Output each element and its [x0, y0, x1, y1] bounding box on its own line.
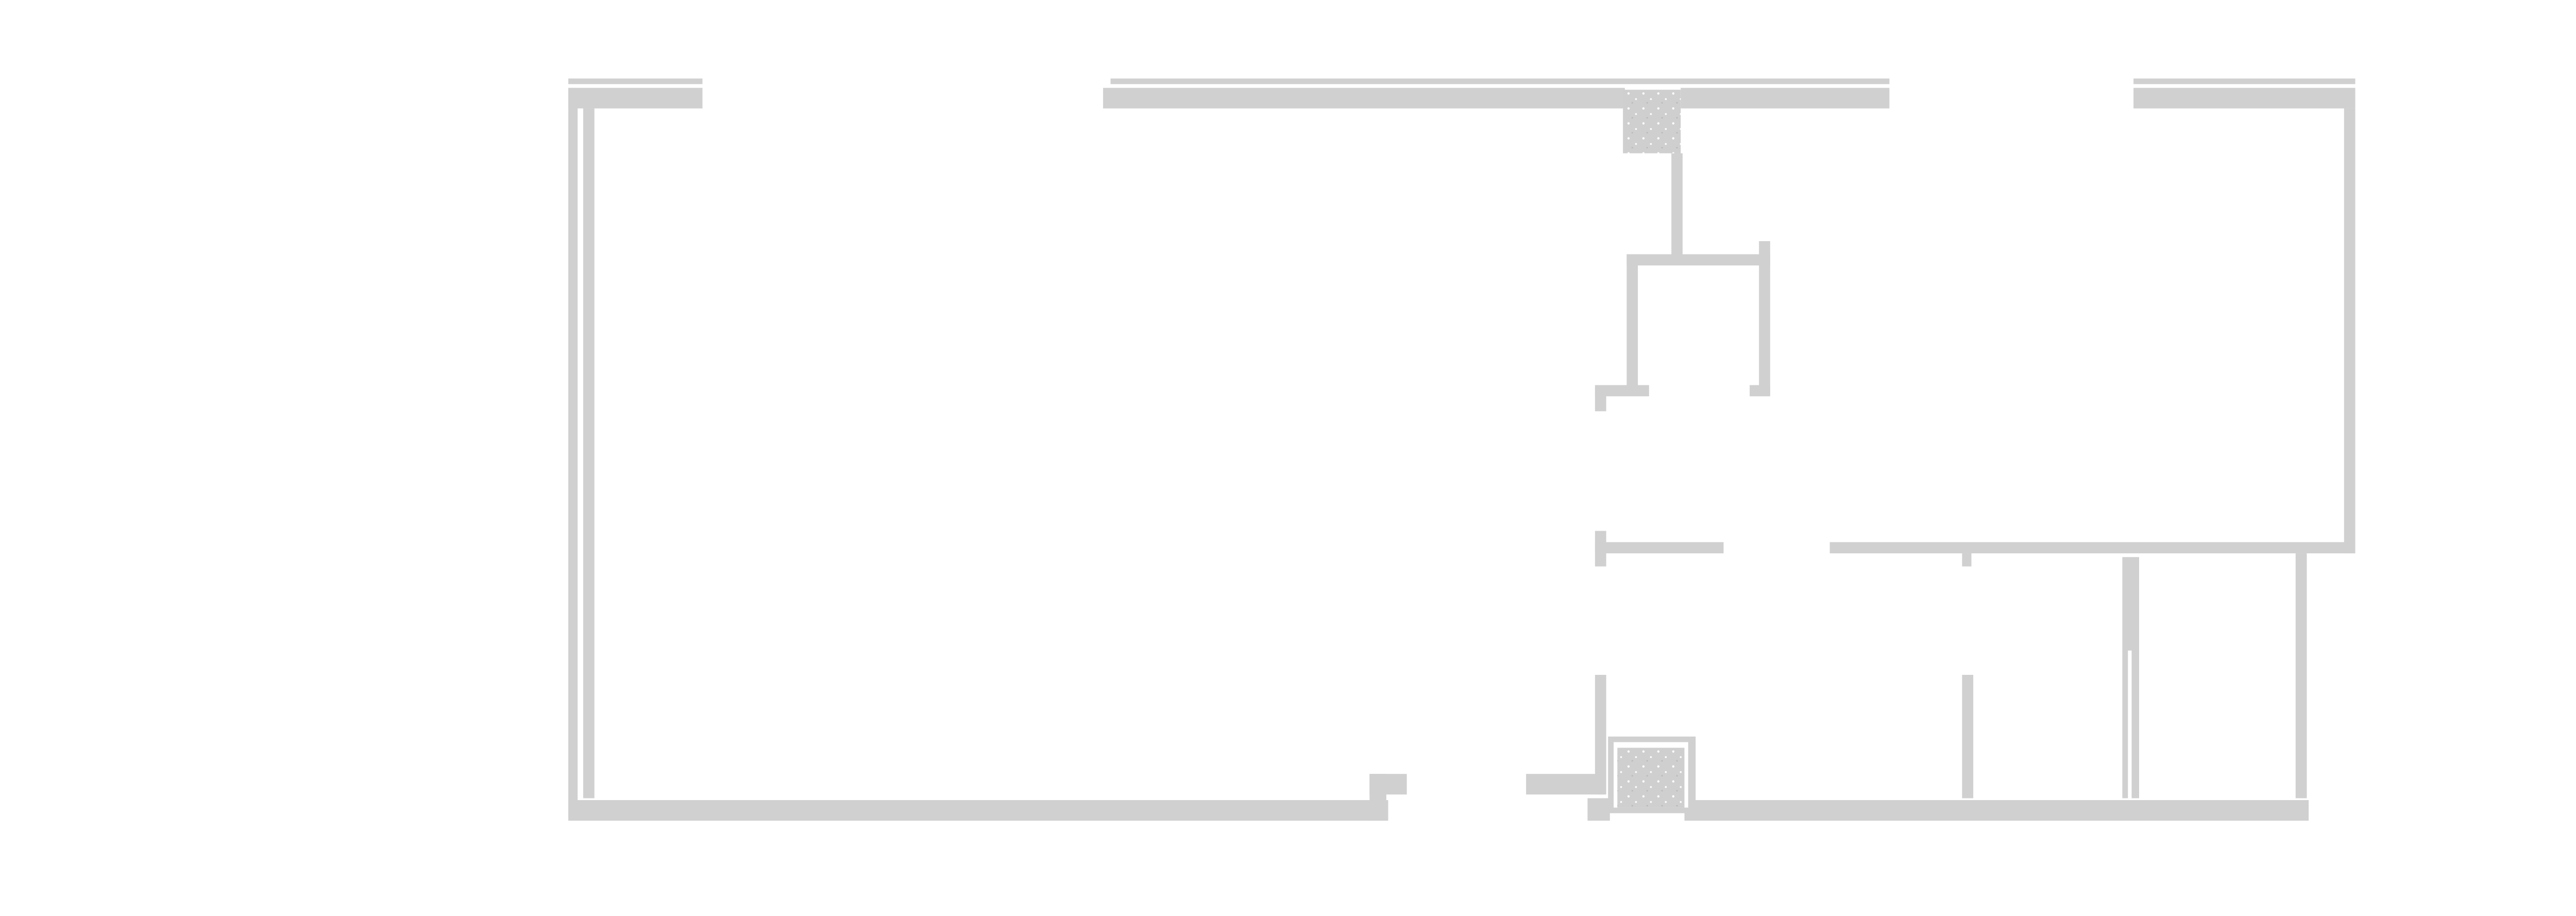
wall-interior-horizontal-center	[1595, 542, 1724, 554]
wall-partition-b-gap	[2128, 650, 2132, 799]
wall-top-right	[2133, 88, 2355, 109]
columns	[1608, 90, 1696, 813]
wall-riser	[1671, 153, 1683, 258]
wall-bottom-right	[1684, 800, 2309, 821]
wall-top-left	[568, 88, 703, 109]
room-left	[1626, 254, 1638, 393]
room-top	[1626, 254, 1770, 266]
room-right	[1759, 241, 1770, 395]
wall-left-outer	[568, 88, 578, 817]
wall-top-middle-a	[1103, 88, 1625, 109]
walls	[568, 78, 2355, 821]
wall-bottom-door-jamb	[1587, 798, 1610, 821]
wall-left-inner	[583, 108, 595, 799]
wall-top-left-thin	[568, 78, 703, 84]
wall-top-middle-thin	[1110, 78, 1890, 84]
wall-partition-c	[2295, 553, 2307, 799]
wall-interior-post-center	[1595, 531, 1606, 567]
wall-top-middle-b	[1681, 88, 1890, 109]
room-bottom-left	[1595, 385, 1649, 397]
wall-bottom-left-jog-post	[1369, 774, 1386, 821]
wall-interior-tick	[1962, 553, 1972, 567]
column-top	[1623, 90, 1681, 154]
wall-bottom-left	[568, 800, 1388, 821]
column-bottom	[1617, 748, 1685, 808]
room-bottom-right	[1750, 385, 1770, 397]
wall-right	[2344, 108, 2355, 554]
wall-top-right-thin	[2133, 78, 2355, 84]
room-bottom-left-post	[1595, 385, 1606, 412]
wall-partition-a	[1962, 674, 1974, 799]
wall-interior-horizontal-right	[1829, 542, 2355, 554]
wall-bottom-mid-post	[1595, 674, 1606, 795]
wall-bottom-mid-stub	[1526, 774, 1604, 795]
